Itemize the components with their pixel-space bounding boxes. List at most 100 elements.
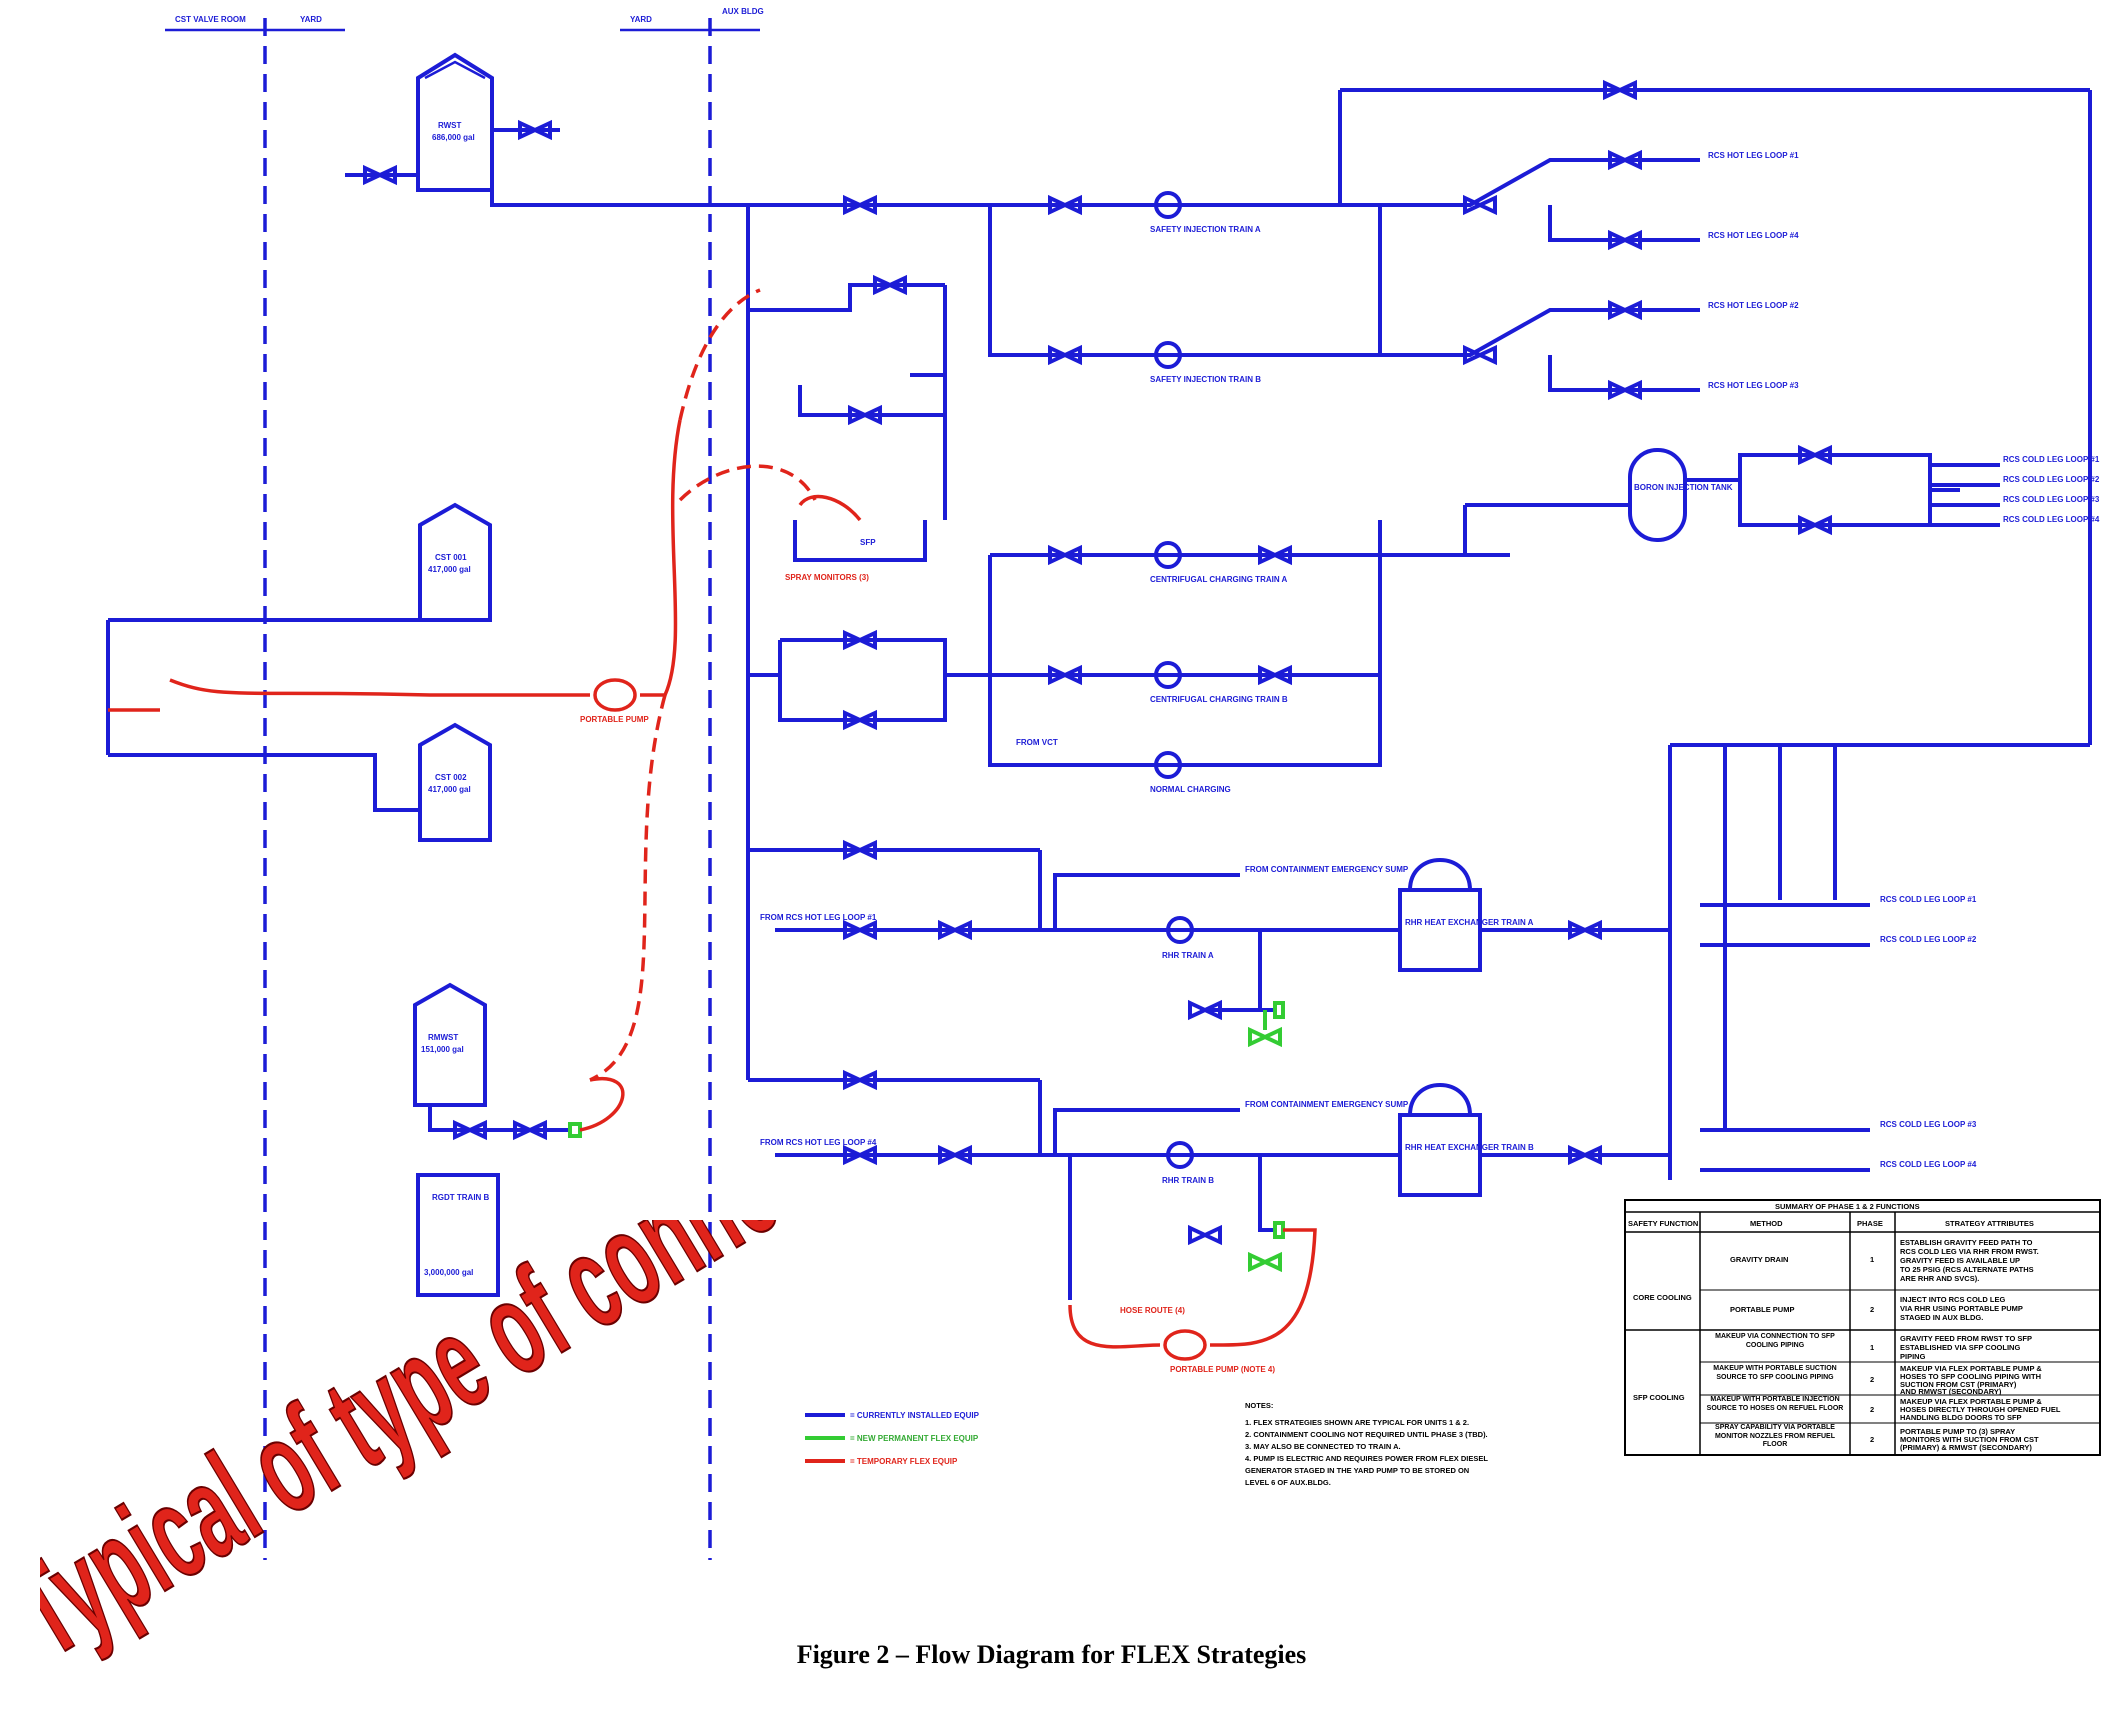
hot-leg-4: RCS HOT LEG LOOP #4 [1708, 231, 1799, 240]
table-attr-line: HANDLING BLDG DOORS TO SFP [1900, 1413, 2022, 1422]
table-function-core: CORE COOLING [1633, 1293, 1692, 1302]
table-method: PORTABLE PUMP [1730, 1305, 1794, 1314]
rhr-cold-leg-3: RCS COLD LEG LOOP #3 [1880, 1120, 1977, 1129]
valve-icon [1568, 1144, 1602, 1166]
valve-icon [363, 164, 397, 186]
table-header-function: SAFETY FUNCTION [1628, 1219, 1698, 1228]
boron-tank-label: BORON INJECTION TANK [1634, 483, 1733, 492]
hot-leg-1: RCS HOT LEG LOOP #1 [1708, 151, 1799, 160]
cst1-name: CST 001 [435, 553, 467, 562]
valve-symbols [363, 79, 1832, 1273]
table-title: SUMMARY OF PHASE 1 & 2 FUNCTIONS [1775, 1202, 1920, 1211]
overlay-annotation: Typical of type of connections [40, 1220, 820, 1685]
table-attr-line: STAGED IN AUX BLDG. [1900, 1313, 1983, 1322]
legend-label-temporary: = TEMPORARY FLEX EQUIP [850, 1457, 958, 1466]
temporary-flex-piping: PORTABLE PUMP [108, 288, 817, 1132]
portable-pump-2-icon [1163, 1329, 1207, 1361]
valve-icon [1188, 1224, 1222, 1246]
valve-icon [843, 194, 877, 216]
portable-pump-2-label: PORTABLE PUMP (NOTE 4) [1170, 1365, 1275, 1374]
cst1-capacity: 417,000 gal [428, 565, 471, 574]
zone-label-yard-right: YARD [630, 15, 652, 24]
figure-caption: Figure 2 – Flow Diagram for FLEX Strateg… [796, 1640, 1307, 1669]
valve-icon [843, 629, 877, 651]
valve-icon [848, 404, 882, 426]
table-attr-line: MAKEUP VIA FLEX PORTABLE PUMP & [1900, 1364, 2042, 1373]
table-attr-line: RCS COLD LEG VIA RHR FROM RWST. [1900, 1247, 2039, 1256]
legend-label-installed: = CURRENTLY INSTALLED EQUIP [850, 1411, 980, 1420]
cold-leg-1: RCS COLD LEG LOOP #1 [2003, 455, 2100, 464]
table-phase: 2 [1870, 1405, 1874, 1414]
valve-icon [1608, 299, 1642, 321]
valve-icon [1463, 344, 1497, 366]
normal-charging-pump-icon [1154, 751, 1182, 779]
table-attr-line: (PRIMARY) & RMWST (SECONDARY) [1900, 1443, 2032, 1452]
note-4b: GENERATOR STAGED IN THE YARD PUMP TO BE … [1245, 1466, 1469, 1475]
charging-trains: CENTRIFUGAL CHARGING TRAIN A CENTRIFUGAL… [748, 503, 1630, 794]
rmwst-capacity: 151,000 gal [421, 1045, 464, 1054]
rhr-b-pump-icon [1166, 1141, 1194, 1169]
rwst-capacity: 686,000 gal [432, 133, 475, 142]
valve-icon [1608, 229, 1642, 251]
summary-table: SUMMARY OF PHASE 1 & 2 FUNCTIONS SAFETY … [1624, 1199, 2101, 1456]
cold-leg-4: RCS COLD LEG LOOP #4 [2003, 515, 2100, 524]
table-attr-line: HOSES DIRECTLY THROUGH OPENED FUEL [1900, 1405, 2061, 1414]
table-phase: 1 [1870, 1343, 1874, 1352]
ccp-a-label: CENTRIFUGAL CHARGING TRAIN A [1150, 575, 1288, 584]
table-method: GRAVITY DRAIN [1730, 1255, 1788, 1264]
valve-icon [1048, 664, 1082, 686]
valve-icon [1048, 544, 1082, 566]
note-2: 2. CONTAINMENT COOLING NOT REQUIRED UNTI… [1245, 1430, 1488, 1439]
cst2-name: CST 002 [435, 773, 467, 782]
note-4c: LEVEL 6 OF AUX.BLDG. [1245, 1478, 1331, 1487]
table-phase: 2 [1870, 1435, 1874, 1444]
from-vct-label: FROM VCT [1016, 738, 1058, 747]
note-4: 4. PUMP IS ELECTRIC AND REQUIRES POWER F… [1245, 1454, 1488, 1463]
hose-route-label: HOSE ROUTE (4) [1120, 1306, 1185, 1315]
valve-icon [1463, 194, 1497, 216]
table-function-sfp: SFP COOLING [1633, 1393, 1685, 1402]
from-hot-leg-1: FROM RCS HOT LEG LOOP #1 [760, 913, 877, 922]
zone-label-yard-left: YARD [300, 15, 322, 24]
valve-icon [1798, 444, 1832, 466]
valve-icon [843, 839, 877, 861]
zone-boundaries: CST VALVE ROOM YARD YARD AUX BLDG [165, 7, 764, 1560]
rhr-a-flex-connection [1273, 1001, 1285, 1019]
rmwst-flex-connection [568, 1122, 582, 1138]
flex-valve-icon [1248, 1026, 1282, 1048]
table-attr-line: INJECT INTO RCS COLD LEG [1900, 1295, 2005, 1304]
ring-tank-icon [416, 1173, 500, 1297]
rhr-b-flex-connection [1273, 1221, 1285, 1239]
table-attr-line: PORTABLE PUMP TO (3) SPRAY [1900, 1427, 2015, 1436]
sfp-area: SFP SPRAY MONITORS (3) [748, 283, 947, 582]
ring-tank: RGDT TRAIN B 3,000,000 gal [416, 1173, 500, 1297]
hot-leg-3: RCS HOT LEG LOOP #3 [1708, 381, 1799, 390]
ring-tank-capacity: 3,000,000 gal [424, 1268, 473, 1277]
valve-icon [938, 1144, 972, 1166]
table-method-cell: SPRAY CAPABILITY VIA PORTABLE MONITOR NO… [1715, 1424, 1835, 1448]
valve-icon [873, 274, 907, 296]
cold-leg-3: RCS COLD LEG LOOP #3 [2003, 495, 2100, 504]
table-header-phase: PHASE [1857, 1219, 1883, 1228]
cst-tanks: CST 001 417,000 gal CST 002 417,000 gal [106, 502, 492, 842]
valve-icon [843, 1144, 877, 1166]
hx-b-label: RHR HEAT EXCHANGER TRAIN B [1405, 1143, 1534, 1152]
si-a-label: SAFETY INJECTION TRAIN A [1150, 225, 1261, 234]
table-attr-line: TO 25 PSIG (RCS ALTERNATE PATHS [1900, 1265, 2034, 1274]
hot-leg-2: RCS HOT LEG LOOP #2 [1708, 301, 1799, 310]
ccp-b-label: CENTRIFUGAL CHARGING TRAIN B [1150, 695, 1288, 704]
table-phase: 2 [1870, 1305, 1874, 1314]
valve-icon [1608, 379, 1642, 401]
valve-icon [1258, 544, 1292, 566]
note-3: 3. MAY ALSO BE CONNECTED TO TRAIN A. [1245, 1442, 1401, 1451]
si-b-label: SAFETY INJECTION TRAIN B [1150, 375, 1261, 384]
table-attr-line: PIPING [1900, 1352, 1926, 1361]
boron-tank-icon [1628, 448, 1687, 542]
boron-injection: BORON INJECTION TANK RCS COLD LEG LOOP #… [1628, 448, 2100, 542]
from-cont-sump-b: FROM CONTAINMENT EMERGENCY SUMP [1245, 1100, 1409, 1109]
table-method: MAKEUP VIA CONNECTION TO SFP COOLING PIP… [1715, 1333, 1835, 1349]
notes-title: NOTES: [1245, 1401, 1273, 1410]
notes: NOTES: 1. FLEX STRATEGIES SHOWN ARE TYPI… [1245, 1401, 1488, 1487]
rwst-name: RWST [438, 121, 462, 130]
hx-b-icon [1398, 1113, 1482, 1197]
